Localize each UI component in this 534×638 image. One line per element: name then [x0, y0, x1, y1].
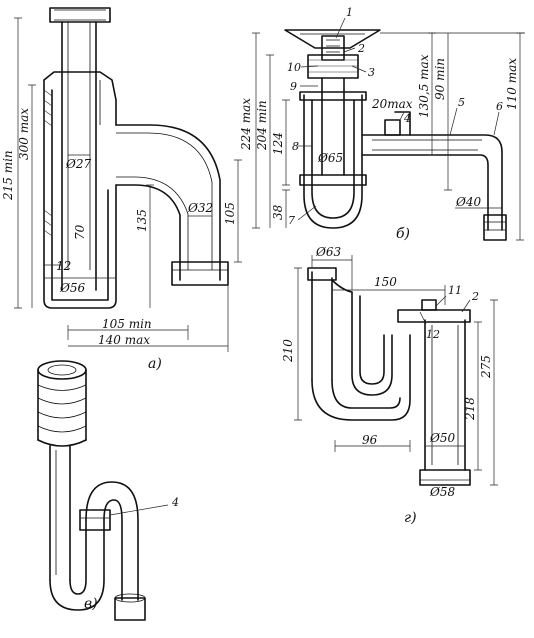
- b-dim-110max: 110 max: [505, 58, 519, 110]
- b-callout-6: 6: [496, 100, 503, 113]
- a-dim-dia56: Ø56: [59, 281, 85, 295]
- a-dim-300max: 300 max: [17, 108, 31, 160]
- a-dim-12: 12: [56, 259, 71, 273]
- b-callout-4: 4: [403, 112, 411, 125]
- b-dim-90min: 90 min: [433, 58, 447, 100]
- view-v: [37, 360, 169, 621]
- b-dim-38: 38: [271, 204, 285, 220]
- g-dim-150: 150: [374, 275, 397, 289]
- b-dim-130max: 130,5 max: [417, 54, 431, 118]
- b-callout-10: 10: [287, 61, 301, 74]
- g-dim-dia58: Ø58: [429, 485, 455, 499]
- b-callout-8: 8: [292, 140, 299, 153]
- g-dim-275: 275: [479, 355, 493, 379]
- b-dim-204min: 204 min: [255, 100, 269, 151]
- b-dim-20max: 20max: [371, 97, 413, 111]
- a-dim-dia27: Ø27: [65, 157, 91, 171]
- b-dim-dia65: Ø65: [317, 151, 343, 165]
- b-dim-124: 124: [271, 132, 285, 155]
- b-dim-dia40: Ø40: [455, 195, 481, 209]
- g-dim-218: 218: [463, 397, 477, 421]
- view-a: [14, 7, 242, 352]
- view-g-caption: г): [404, 510, 417, 526]
- v-callout-4: 4: [171, 496, 179, 509]
- a-dim-70: 70: [73, 224, 87, 240]
- g-callout-2: 2: [471, 290, 479, 303]
- view-b-caption: б): [396, 226, 410, 242]
- g-dim-dia63: Ø63: [315, 245, 341, 259]
- b-callout-3: 3: [368, 66, 375, 79]
- a-dim-215min: 215 min: [1, 150, 15, 201]
- b-callout-9: 9: [290, 80, 297, 93]
- view-v-caption: в): [84, 596, 98, 612]
- b-callout-7: 7: [288, 214, 295, 227]
- b-dim-224max: 224 max: [239, 98, 253, 151]
- g-dim-96: 96: [362, 433, 378, 447]
- a-dim-135: 135: [135, 209, 149, 232]
- a-dim-dia32: Ø32: [187, 201, 213, 215]
- b-callout-1: 1: [346, 6, 353, 19]
- b-callout-5: 5: [458, 96, 465, 109]
- b-callout-2: 2: [357, 42, 365, 55]
- a-dim-105: 105: [223, 202, 237, 225]
- g-callout-11: 11: [448, 284, 462, 297]
- a-dim-105min: 105 min: [102, 317, 152, 331]
- view-g: [294, 255, 498, 486]
- g-callout-12: 12: [426, 328, 440, 341]
- a-dim-140max: 140 max: [98, 333, 150, 347]
- view-b: [252, 17, 525, 241]
- view-a-caption: а): [148, 356, 162, 372]
- g-dim-dia50: Ø50: [429, 431, 455, 445]
- g-dim-210: 210: [281, 339, 295, 363]
